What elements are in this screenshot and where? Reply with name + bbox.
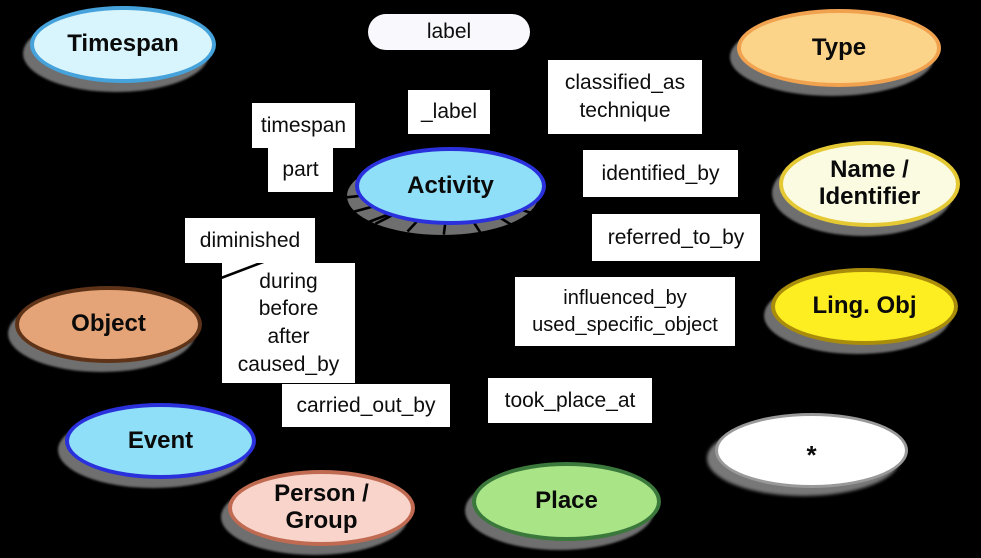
property-label-diminished: diminished [185, 218, 315, 263]
entity-ellipse-name-identifier: Name / Identifier [779, 141, 960, 227]
entity-ellipse-event: Event [65, 403, 256, 479]
entity-ellipse-ling-obj: Ling. Obj [771, 268, 958, 345]
property-label-took-place-at: took_place_at [488, 378, 652, 423]
entity-label-person-group: Person / Group [274, 480, 369, 534]
entity-ellipse-person-group: Person / Group [228, 470, 415, 546]
entity-label-name-identifier: Name / Identifier [818, 156, 921, 210]
property-label-influenced-by-used-specific-object: influenced_by used_specific_object [515, 277, 735, 346]
entity-label-activity: Activity [407, 171, 494, 199]
entity-ellipse-activity: Activity [355, 147, 546, 225]
entity-ellipse-type: Type [737, 9, 941, 87]
entity-ellipse-place: Place [472, 462, 661, 541]
property-label-referred-to-by: referred_to_by [592, 214, 760, 261]
property-label-carried-out-by: carried_out_by [282, 384, 450, 427]
entity-label-event: Event [127, 426, 194, 454]
entity-ellipse-object: Object [15, 286, 202, 363]
property-label-during-before-after-caused-by: during before after caused_by [222, 263, 355, 383]
property-label-label: label [368, 14, 530, 50]
entity-label-star: * [806, 439, 817, 470]
property-label-timespan: timespan [252, 103, 355, 148]
entity-label-place: Place [535, 487, 598, 515]
entity-ellipse-star: * [715, 413, 908, 488]
entity-label-object: Object [71, 310, 146, 338]
property-label-_label: _label [408, 90, 490, 134]
property-label-classified-as-technique: classified_as technique [548, 60, 702, 134]
property-label-part: part [268, 147, 333, 192]
entity-label-ling-obj: Ling. Obj [812, 292, 917, 320]
property-label-identified-by: identified_by [583, 150, 738, 197]
entity-label-timespan: Timespan [67, 30, 179, 58]
entity-label-type: Type [811, 33, 867, 61]
entity-ellipse-timespan: Timespan [30, 6, 216, 83]
